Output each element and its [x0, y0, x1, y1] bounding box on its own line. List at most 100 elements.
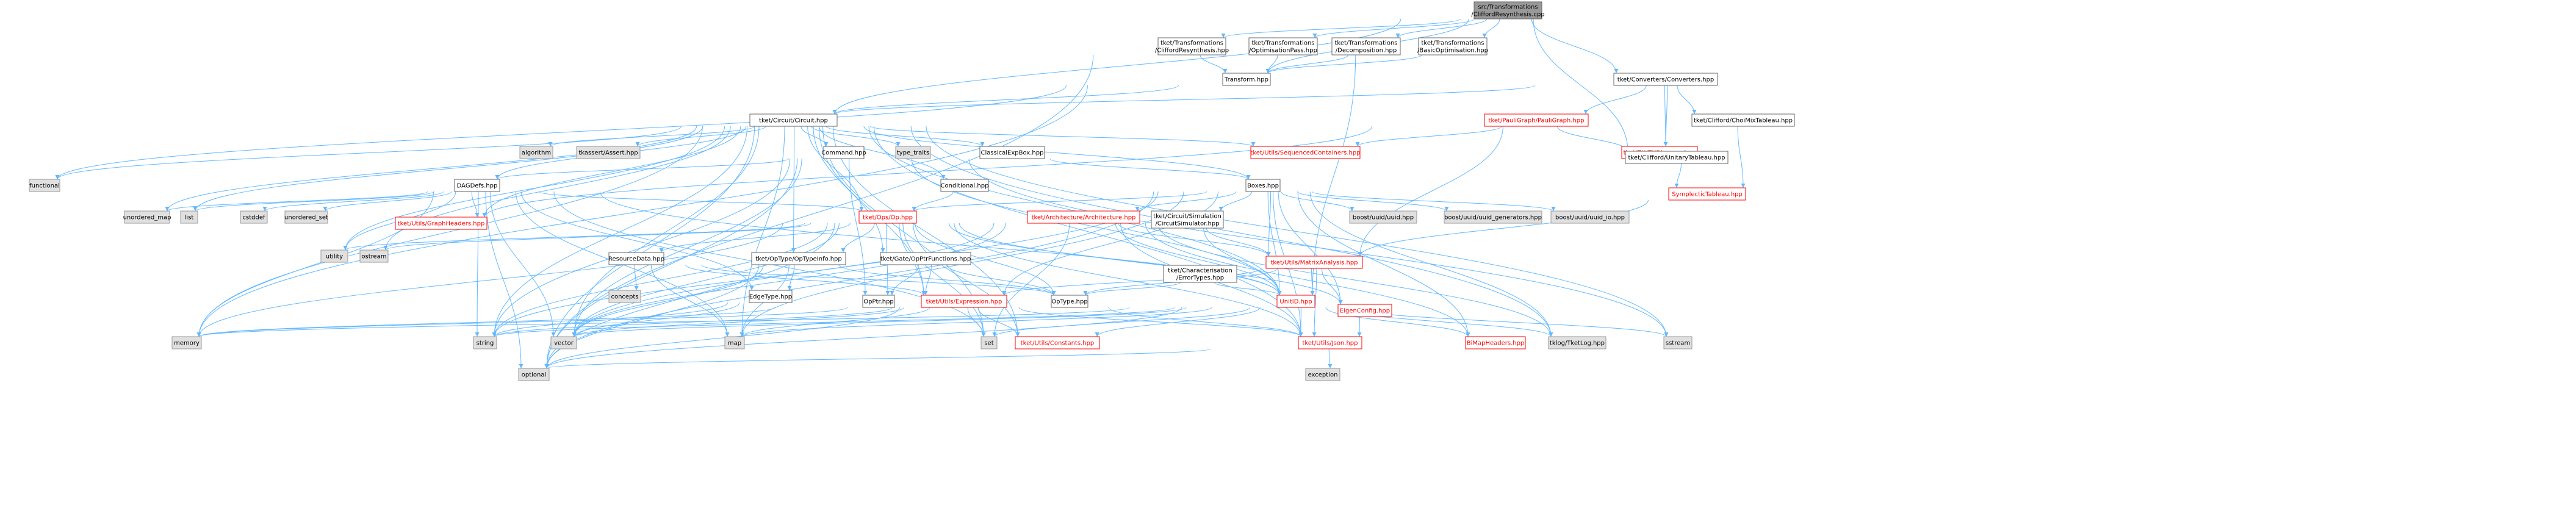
node-box: [1051, 295, 1088, 308]
node-box: [1444, 210, 1542, 224]
node-label: tket/Transformations: [1160, 40, 1223, 47]
exception-header-node: exception: [1305, 368, 1340, 381]
bimapheaders-header-node[interactable]: BiMapHeaders.hpp: [1465, 336, 1526, 349]
include-edge-converters-to-circuit: [832, 85, 1536, 115]
include-edge-boxes-to-simulator: [1218, 191, 1252, 212]
edgetype-header-node[interactable]: EdgeType.hpp: [749, 290, 793, 303]
errortypes-header-node[interactable]: tket/Characterisation/ErrorTypes.hpp: [1163, 265, 1237, 283]
dagdefs-header-node[interactable]: DAGDefs.hpp: [454, 179, 500, 192]
decomposition-header-node[interactable]: tket/Transformations/Decomposition.hpp: [1331, 37, 1401, 56]
circuitsimulator-header-node[interactable]: tket/Circuit/Simulation/CircuitSimulator…: [1151, 210, 1224, 229]
include-edge-cr_hpp-to-transform: [1200, 54, 1228, 74]
classicalexpbox-header-node[interactable]: ClassicalExpBox.hpp: [979, 146, 1045, 159]
circuit-header-node[interactable]: tket/Circuit/Circuit.hpp: [749, 113, 838, 127]
node-label: /BasicOptimisation.hpp: [1417, 48, 1488, 54]
converters-header-node[interactable]: tket/Converters/Converters.hpp: [1613, 73, 1718, 86]
include-edge-boxes-to-architecture: [1135, 191, 1237, 212]
unitid-header-node[interactable]: UnitID.hpp: [1276, 295, 1315, 308]
include-edge-paulig-to-matrixanalysis: [1358, 126, 1503, 257]
node-label: tket/OpType/OpTypeInfo.hpp: [755, 256, 842, 263]
include-edge-json-to-optional: [545, 348, 1211, 369]
include-edge-json-to-exception: [1328, 348, 1333, 369]
node-box: [880, 252, 971, 265]
include-edge-boxes-to-uuid_gen: [1297, 191, 1449, 212]
node-box: [608, 290, 641, 303]
include-edge-symplectic-to-matrixanalysis: [1358, 199, 1649, 257]
node-box: [1668, 187, 1746, 201]
include-edge-decomp-to-transform: [1265, 54, 1349, 74]
node-box: [1305, 368, 1340, 381]
boost-uuid-header-node: boost/uuid/uuid.hpp: [1349, 210, 1417, 224]
node-label: functional: [29, 183, 60, 190]
include-edge-unitid-to-string: [492, 307, 1175, 337]
sequencedcontainers-header-node[interactable]: tket/Utils/SequencedContainers.hpp: [1250, 146, 1361, 159]
include-edge-command-to-optional: [544, 158, 798, 369]
node-box: [1484, 113, 1589, 127]
transform-header-node[interactable]: Transform.hpp: [1222, 73, 1271, 86]
conditional-header-node[interactable]: Conditional.hpp: [940, 179, 989, 192]
node-label: Command.hpp: [821, 150, 866, 157]
node-box: [1331, 37, 1401, 56]
include-edge-circuit-to-optional: [544, 126, 755, 369]
constants-header-node[interactable]: tket/Utils/Constants.hpp: [1015, 336, 1100, 349]
unitarytableau-header-node[interactable]: tket/Clifford/UnitaryTableau.hpp: [1625, 151, 1729, 164]
node-label: concepts: [611, 294, 638, 301]
node-label: tket/Ops/Op.hpp: [863, 215, 913, 221]
symplectictableau-header-node[interactable]: SymplecticTableau.hpp: [1668, 187, 1746, 201]
include-edge-root-to-converters: [1531, 18, 1619, 74]
include-edge-op-to-ostream: [383, 223, 811, 251]
include-edge-root-to-optpass: [1312, 18, 1475, 38]
opptr-header-node[interactable]: OpPtr.hpp: [862, 295, 895, 308]
node-label: src/Transformations: [1478, 4, 1538, 11]
include-edge-circuit-to-boxes: [863, 126, 1251, 180]
include-edge-circuit-to-json: [873, 126, 1303, 337]
node-label: tket/Utils/Expression.hpp: [926, 299, 1002, 306]
choimixtableau-header-node[interactable]: tket/Clifford/ChoiMixTableau.hpp: [1691, 113, 1795, 127]
optimisationpass-header-node[interactable]: tket/Transformations/OptimisationPass.hp…: [1248, 37, 1318, 56]
resourcedata-header-node[interactable]: ResourceData.hpp: [608, 252, 664, 265]
node-label: optional: [522, 372, 547, 379]
include-edge-dagdefs-to-vector: [489, 191, 556, 337]
cliffordresynthesis-header-node[interactable]: tket/Transformations/CliffordResynthesis…: [1155, 37, 1229, 56]
include-edge-paulig-to-unitary: [1557, 126, 1630, 152]
include-edge-resourcedata-to-map: [650, 264, 730, 337]
include-edge-unitid-to-vector: [572, 307, 1187, 337]
include-edge-opptrfunc-to-expression: [923, 264, 932, 296]
include-edge-root-to-cr_hpp: [1221, 18, 1461, 38]
optype-header-node[interactable]: OpType.hpp: [1051, 295, 1088, 308]
node-box: [180, 210, 198, 224]
include-edge-errortypes-to-optype: [1083, 282, 1181, 296]
node-box: [858, 210, 917, 224]
include-edge-root-to-basicopt: [1482, 18, 1500, 38]
architecture-header-node[interactable]: tket/Architecture/Architecture.hpp: [1027, 210, 1140, 224]
node-label: map: [728, 340, 741, 347]
include-edge-command-to-sstream: [968, 158, 1669, 337]
node-label: EdgeType.hpp: [749, 294, 792, 301]
include-edge-decomp-to-unitid: [1310, 54, 1356, 296]
map-header-node: map: [724, 336, 745, 349]
include-edge-matrixanalysis-to-expression: [1002, 268, 1262, 296]
node-label: tket/Transformations: [1251, 40, 1314, 47]
json-header-node[interactable]: tket/Utils/Json.hpp: [1298, 336, 1362, 349]
node-label: tket/Converters/Converters.hpp: [1617, 77, 1714, 84]
basicoptimisation-header-node[interactable]: tket/Transformations/BasicOptimisation.h…: [1417, 37, 1488, 56]
include-edge-boxes-to-tketlog: [1309, 191, 1553, 337]
pauligraph-header-node[interactable]: tket/PauliGraph/PauliGraph.hpp: [1484, 113, 1589, 127]
command-header-node[interactable]: Command.hpp: [821, 146, 866, 159]
include-edge-simulator-to-unitid: [1203, 227, 1282, 296]
node-box: [395, 217, 487, 230]
boxes-header-node[interactable]: Boxes.hpp: [1245, 179, 1281, 192]
include-edge-op-to-json: [954, 223, 1303, 337]
opptrfunctions-header-node[interactable]: tket/Gate/OpPtrFunctions.hpp: [880, 252, 971, 265]
node-label: boost/uuid/uuid_generators.hpp: [1444, 215, 1542, 221]
node-label: ClassicalExpBox.hpp: [981, 150, 1044, 157]
graphheaders-header-node[interactable]: tket/Utils/GraphHeaders.hpp: [395, 217, 487, 230]
op-header-node[interactable]: tket/Ops/Op.hpp: [858, 210, 917, 224]
node-box: [519, 146, 553, 159]
matrixanalysis-header-node[interactable]: tket/Utils/MatrixAnalysis.hpp: [1265, 256, 1363, 269]
optypeinfo-header-node[interactable]: tket/OpType/OpTypeInfo.hpp: [751, 252, 846, 265]
ostream-header-node: ostream: [359, 249, 389, 263]
expression-header-node[interactable]: tket/Utils/Expression.hpp: [921, 295, 1007, 308]
eigenconfig-header-node[interactable]: EigenConfig.hpp: [1337, 304, 1392, 317]
include-edge-circuit-to-seqcont: [869, 126, 1256, 147]
